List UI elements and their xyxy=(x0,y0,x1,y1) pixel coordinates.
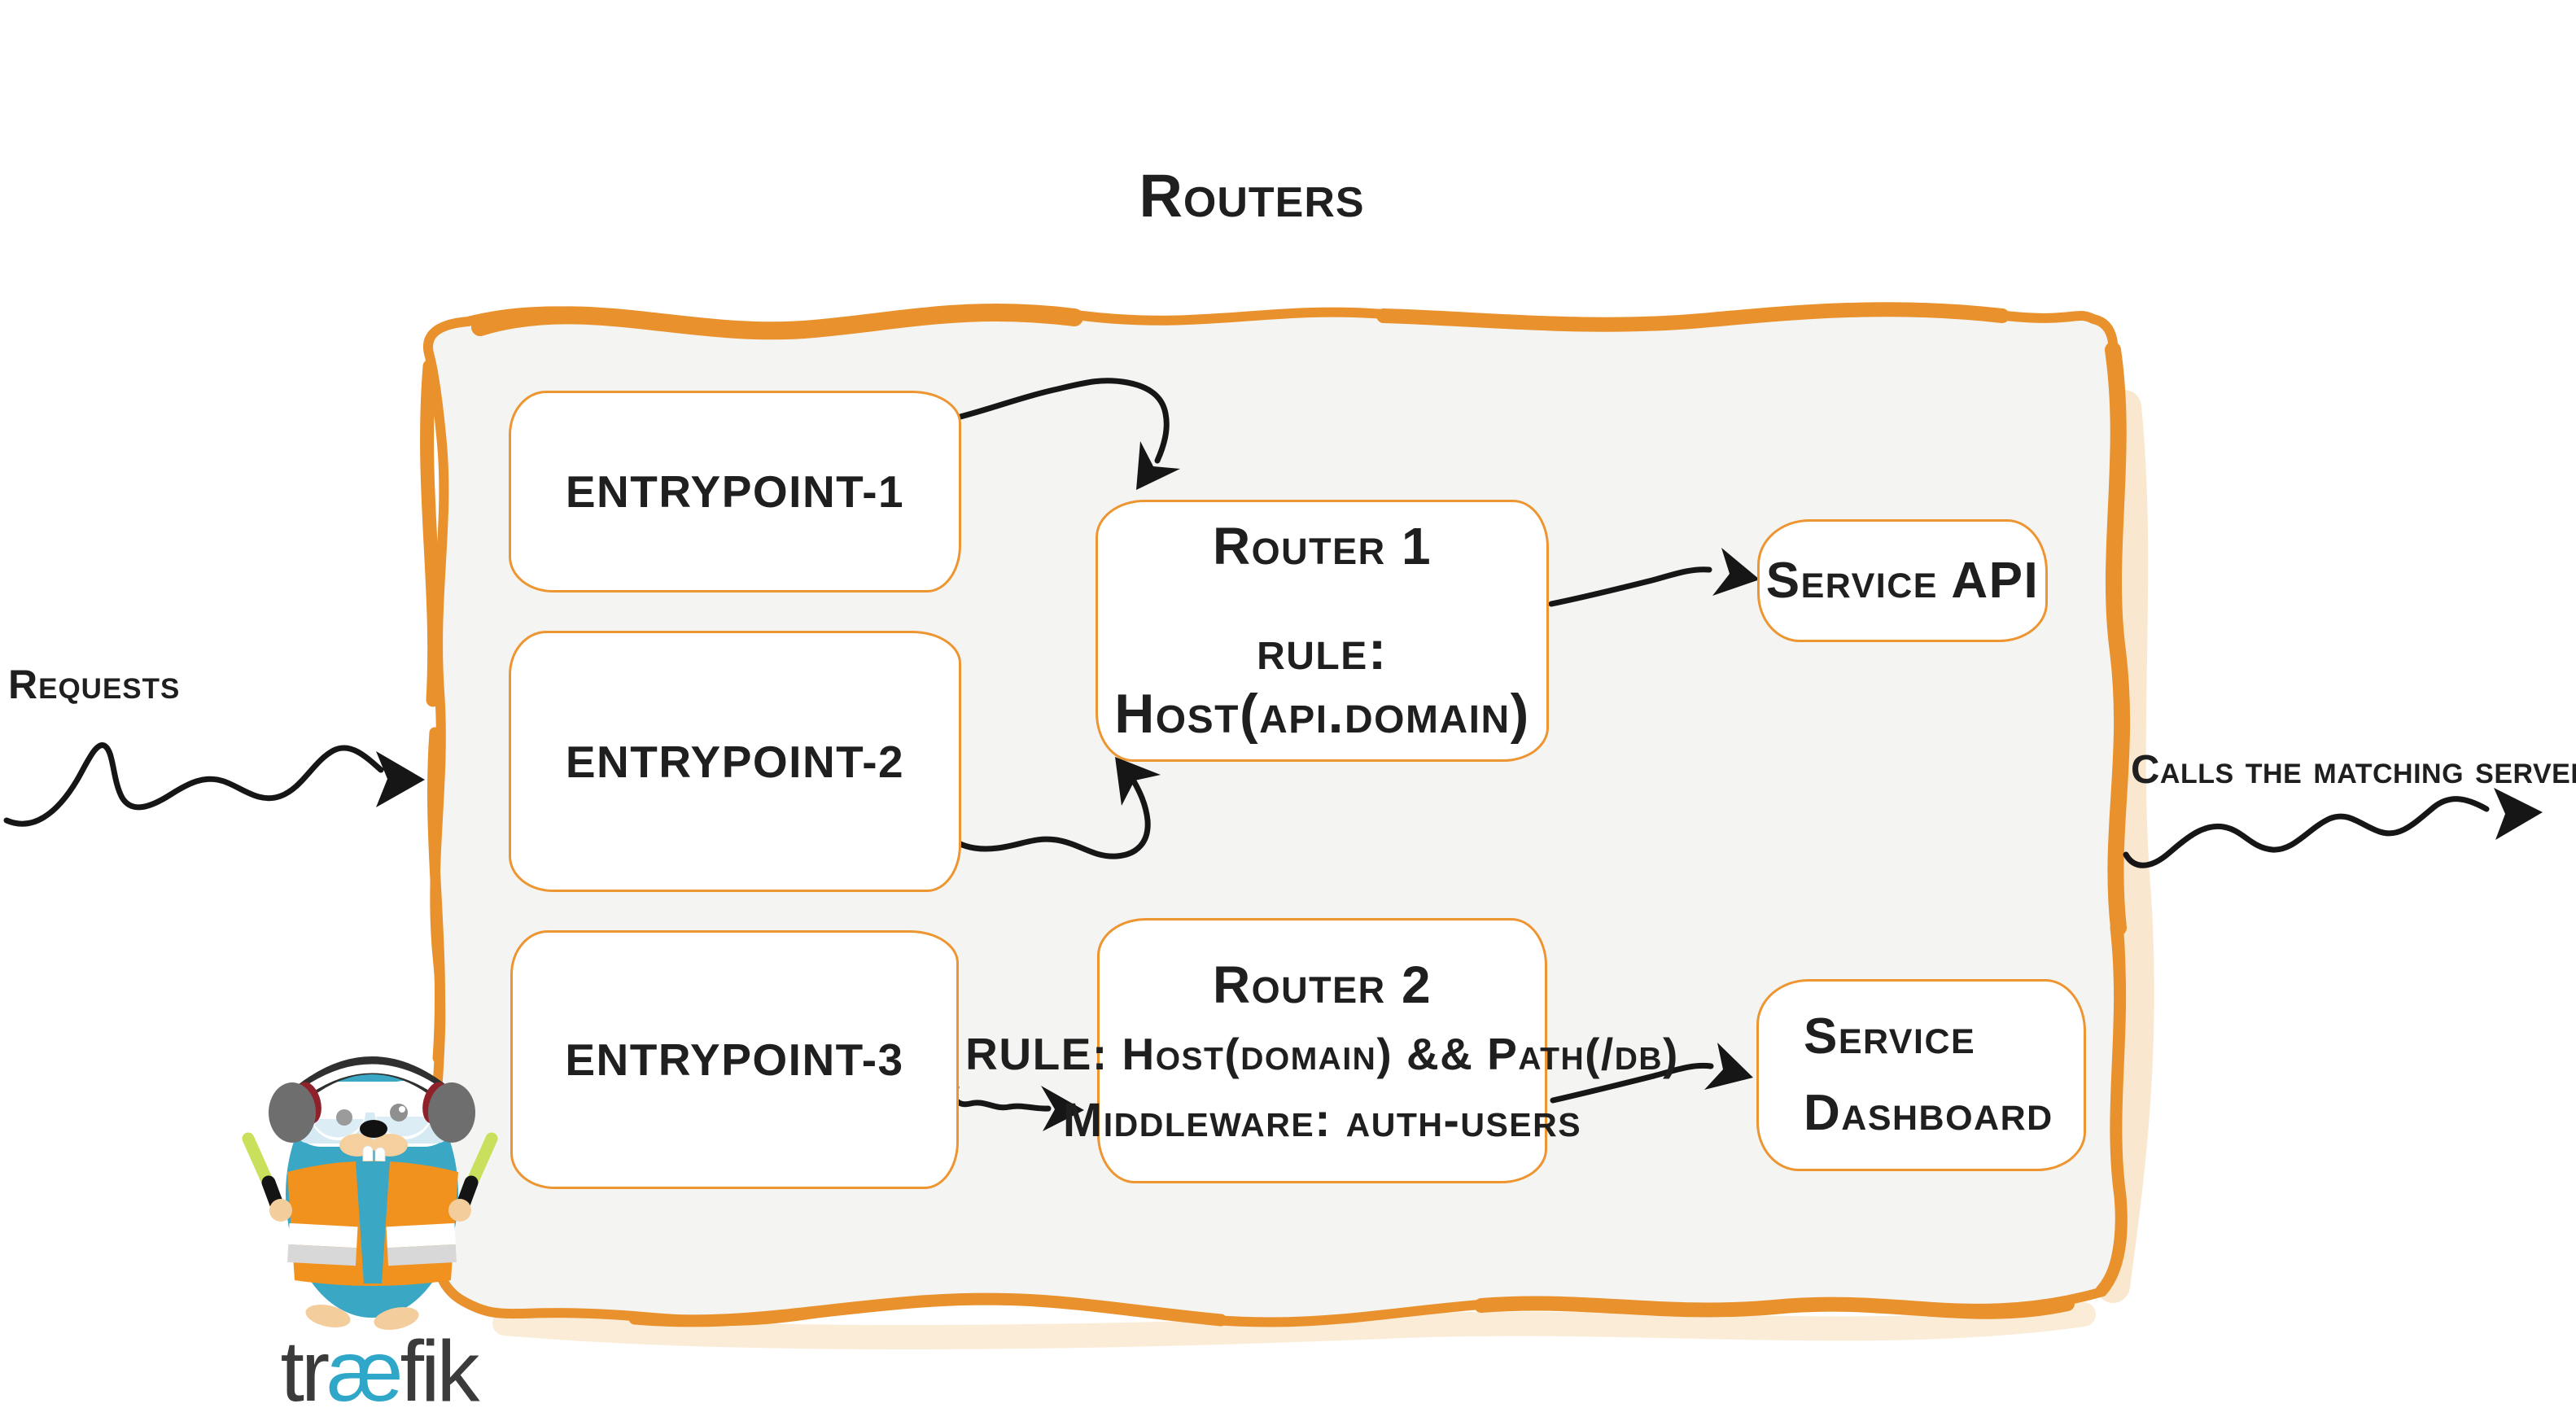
requests-arrowhead xyxy=(376,751,425,807)
calls-arrowhead xyxy=(2494,788,2543,840)
router-2-rule: RULE: Host(domain) && Path(/db) xyxy=(965,1028,1679,1079)
calls-matching-server-label: Calls the matching server xyxy=(2131,748,2576,792)
entrypoint1-arrowhead xyxy=(1136,441,1180,490)
entrypoint2-arrowhead xyxy=(1115,757,1161,806)
entrypoint-2-label: entrypoint-2 xyxy=(565,736,905,787)
router2-servicedashboard-arrow xyxy=(1550,1062,1714,1104)
router1-serviceapi-arrow xyxy=(1548,566,1712,607)
wordmark-ae: æ xyxy=(326,1323,403,1408)
container-glow xyxy=(492,390,2154,1349)
entrypoint2-router1-arrow xyxy=(942,776,1151,859)
router-1-box: Router 1 rule: Host(api.domain) xyxy=(1096,500,1549,762)
router-2-box: Router 2 RULE: Host(domain) && Path(/db)… xyxy=(965,918,1677,1183)
traefik-wordmark: træfik xyxy=(240,1328,517,1408)
router-1-title: Router 1 xyxy=(1212,517,1432,575)
entrypoint1-router1-arrow xyxy=(957,378,1170,464)
router1-arrowhead xyxy=(1712,548,1760,596)
requests-label: Requests xyxy=(8,662,181,707)
wordmark-fik: fik xyxy=(400,1323,480,1408)
entrypoint-3-box: entrypoint-3 xyxy=(510,930,959,1189)
traefik-gopher-mascot xyxy=(242,1056,498,1330)
entrypoint-1-label: entrypoint-1 xyxy=(565,466,905,517)
service-dashboard-label-line2: Dashboard xyxy=(1804,1085,2053,1141)
entrypoint3-arrowhead xyxy=(1041,1086,1084,1131)
entrypoint-2-box: entrypoint-2 xyxy=(509,631,961,892)
service-dashboard-box: Service Dashboard xyxy=(1756,979,2086,1171)
router-2-middleware: Middleware: auth-users xyxy=(1062,1093,1582,1147)
router-2-title: Router 2 xyxy=(1212,955,1432,1014)
service-dashboard-label-line1: Service xyxy=(1804,1008,1976,1065)
entrypoint-3-label: entrypoint-3 xyxy=(565,1034,904,1085)
container-border-accents xyxy=(420,302,2131,1327)
service-api-box: Service API xyxy=(1757,519,2048,642)
router2-arrowhead xyxy=(1704,1043,1753,1090)
entrypoint-1-box: entrypoint-1 xyxy=(509,391,961,592)
wordmark-tr: tr xyxy=(280,1323,330,1408)
requests-arrow xyxy=(3,742,384,827)
router-1-rule: rule: Host(api.domain) xyxy=(1114,619,1530,745)
service-api-label: Service API xyxy=(1765,553,2040,609)
page-title: Routers xyxy=(1139,162,1365,230)
calls-arrow xyxy=(2123,796,2490,868)
